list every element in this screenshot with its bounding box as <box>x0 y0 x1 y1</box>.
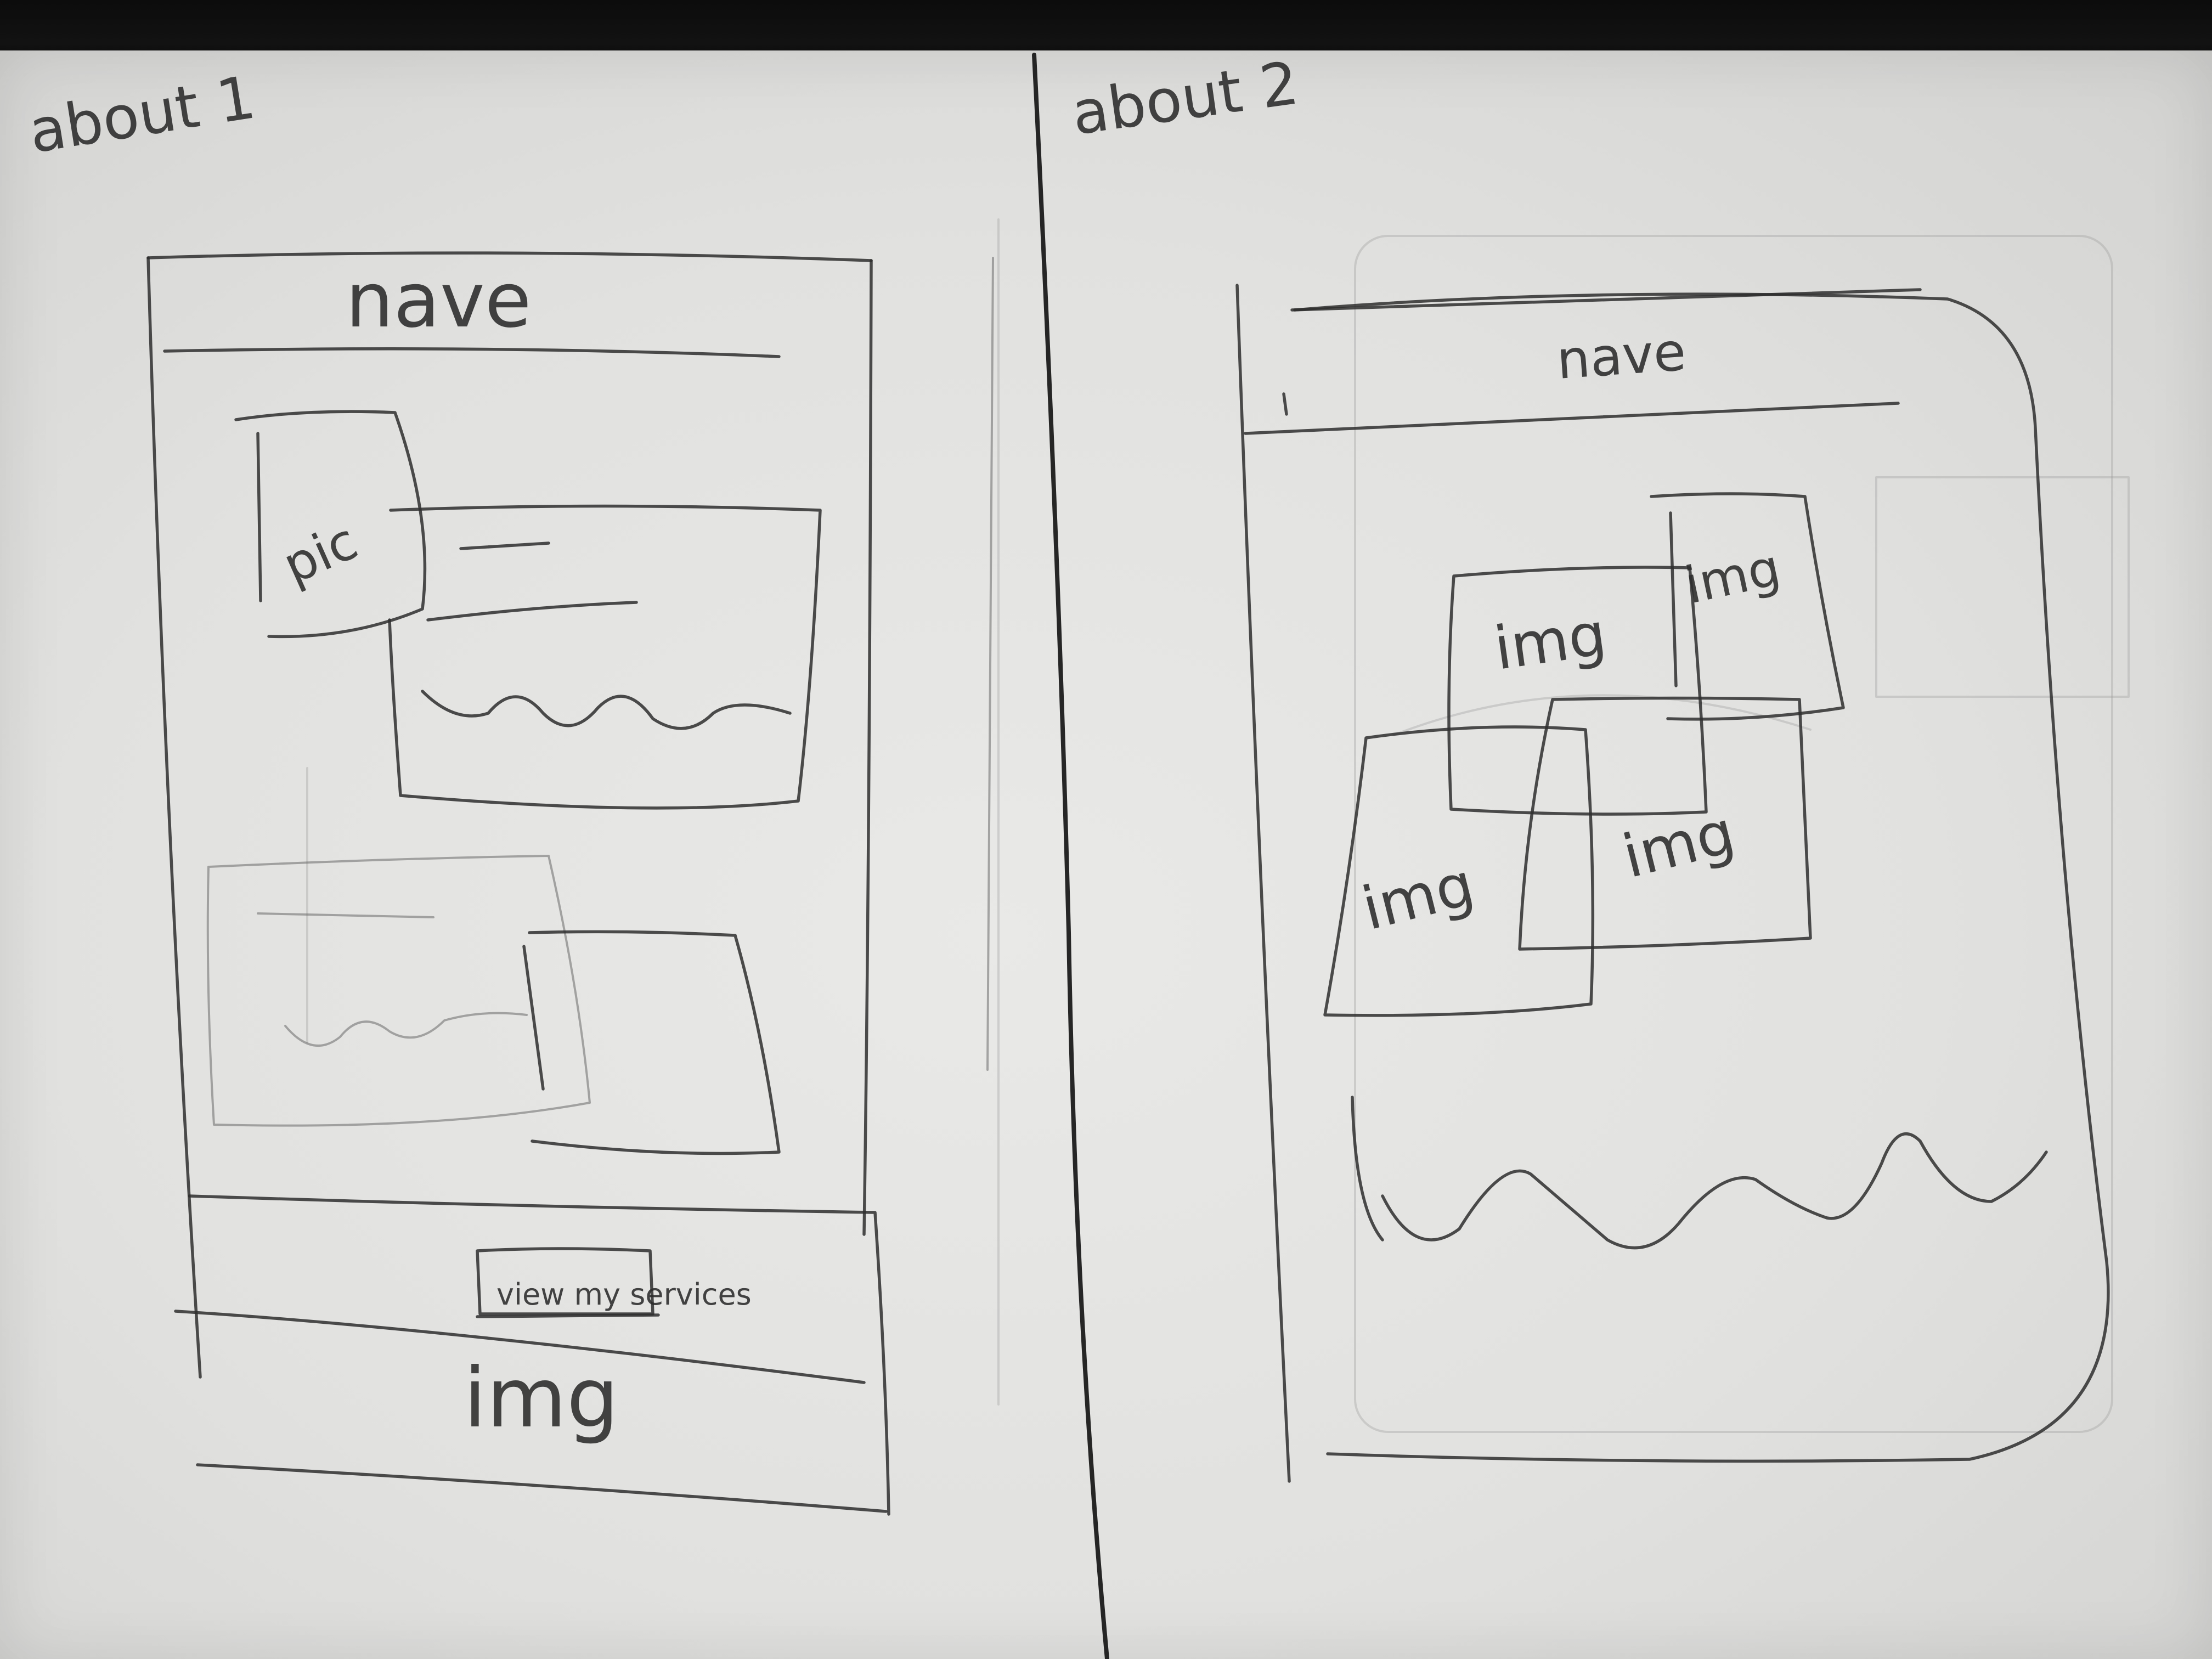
view-services-button-label: view my services <box>496 1277 752 1312</box>
collage-img-label-center: img <box>1490 600 1610 684</box>
services-section-1: view my services img <box>174 1194 890 1516</box>
about-card-1: pic <box>234 410 822 810</box>
sketch-title-about-2: about 2 <box>1068 49 1302 148</box>
collage-img-label-left: img <box>1356 850 1481 944</box>
phone-frame-1 <box>146 251 994 1379</box>
nav-bar-1: nave <box>163 256 781 358</box>
sketch-about-1: about 1 nave pic <box>25 63 994 1516</box>
text-block-2 <box>1351 1096 2048 1250</box>
divider-line <box>1032 53 1109 1659</box>
pic-placeholder <box>234 410 427 639</box>
sketch-title-about-1: about 1 <box>25 63 260 166</box>
paper-sheet <box>0 50 2212 1659</box>
collage-img-label-top-right: img <box>1680 538 1785 616</box>
nav-bar-2: nave <box>1244 288 1922 435</box>
sketch-about-2: about 2 nave img img i <box>1068 49 2110 1483</box>
footer-img-label-1: img <box>464 1351 619 1446</box>
nav-label-2: nave <box>1555 321 1688 391</box>
collage-img-label-bottom-right: img <box>1616 798 1741 892</box>
nav-label-1: nave <box>346 256 532 345</box>
pic-label: pic <box>274 512 365 595</box>
about-card-2 <box>206 855 781 1155</box>
view-services-button <box>476 1247 654 1316</box>
image-collage-2: img img img img <box>1323 492 1845 1017</box>
